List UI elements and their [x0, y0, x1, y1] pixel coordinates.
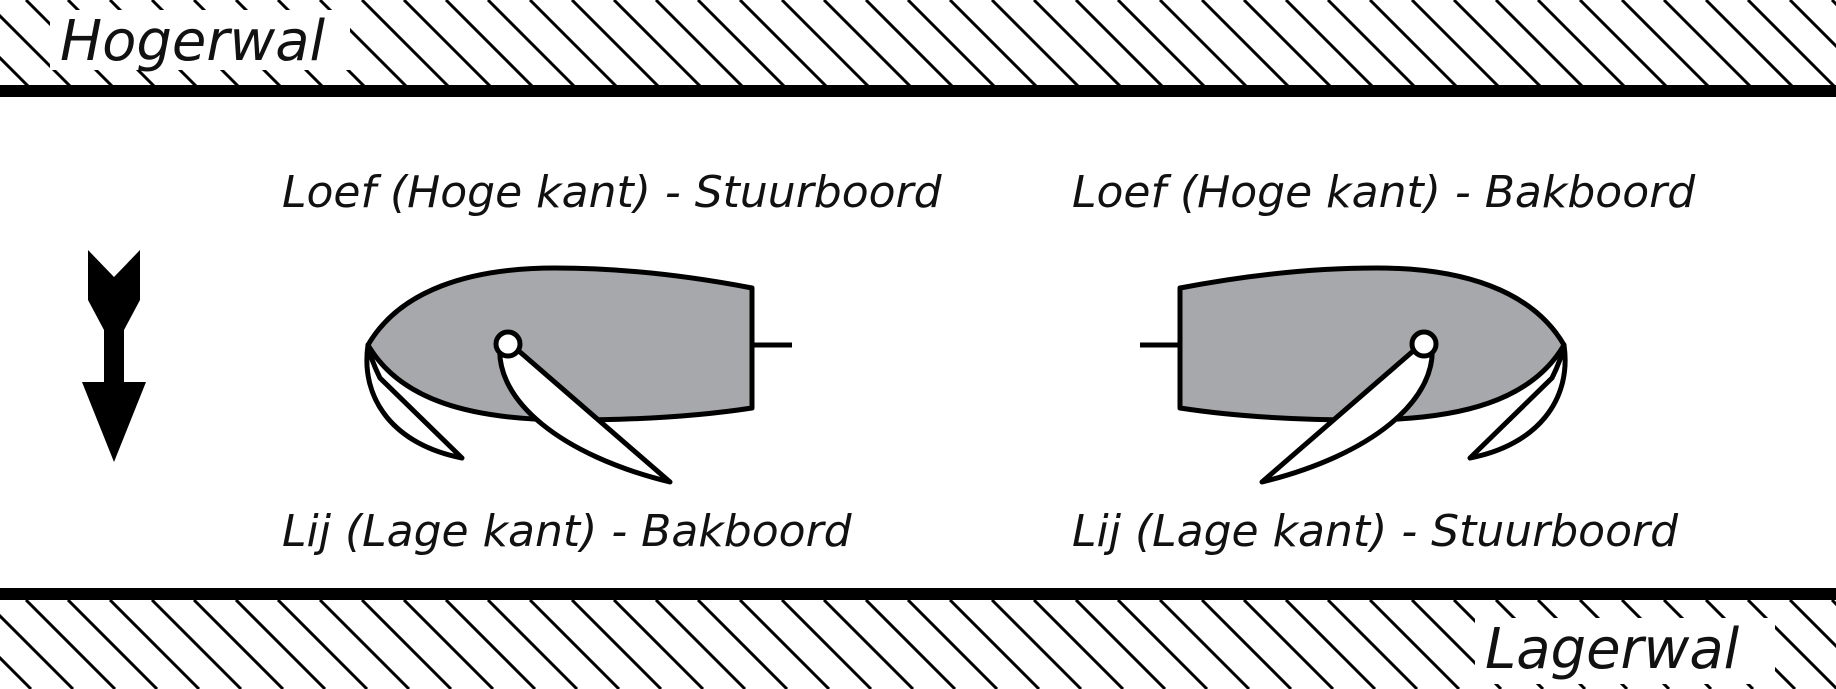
left-windward-label: Loef (Hoge kant) - Stuurboord	[282, 167, 943, 218]
bottom-shore-line	[0, 588, 1836, 600]
right-leeward-label: Lij (Lage kant) - Stuurboord	[1072, 506, 1679, 557]
jib-left	[364, 342, 465, 461]
hull-right	[1177, 265, 1567, 423]
bottom-shore-label: Lagerwal	[1485, 617, 1740, 682]
mainsail-left	[497, 342, 673, 485]
jib-right	[1467, 342, 1568, 461]
mast-right	[1409, 329, 1439, 359]
top-shore-label: Hogerwal	[60, 9, 326, 74]
mast-left	[493, 329, 523, 359]
boat-left	[364, 265, 792, 485]
left-leeward-label: Lij (Lage kant) - Bakboord	[282, 506, 853, 557]
hull-left	[365, 265, 755, 423]
mainsail-right	[1259, 342, 1435, 485]
wind-arrow-icon	[82, 250, 146, 462]
top-shore-line	[0, 85, 1836, 97]
right-windward-label: Loef (Hoge kant) - Bakboord	[1072, 167, 1696, 218]
boat-right	[1140, 265, 1568, 485]
